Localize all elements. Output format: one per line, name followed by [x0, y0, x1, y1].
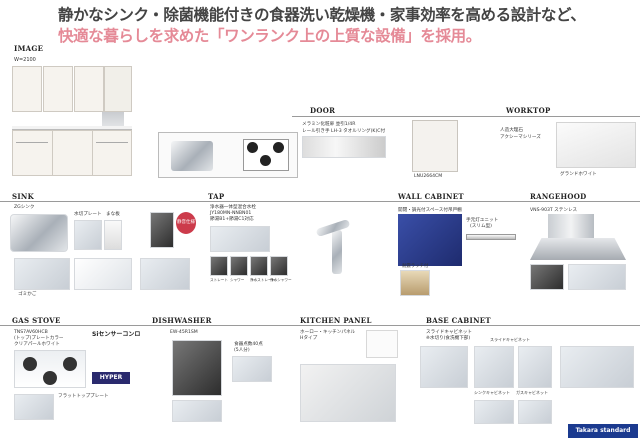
wall-cabinet-photo [398, 214, 462, 266]
dishwasher-model: EW-45R1SM [170, 330, 198, 335]
faucet-image [314, 216, 370, 274]
gas-stove-title: GAS STOVE [12, 316, 61, 325]
worktop-title: WORKTOP [506, 106, 551, 115]
base-cabinet-photo-3 [518, 346, 552, 388]
sink-board-photo [104, 220, 122, 250]
sink-silent-photo [150, 212, 174, 248]
base-cabinet-spec-1: スライドキャビネット [426, 330, 472, 335]
tap-spec-2: JY180MN-NNBN01 [210, 211, 252, 216]
base-cabinet-photo-1 [420, 346, 468, 388]
rangehood-duct [548, 214, 594, 238]
sink-accessory: ゴミかご [18, 292, 37, 297]
sink-photo [10, 214, 68, 252]
rangehood-detail-2 [568, 264, 626, 290]
tap-mode-3: 浄水ストレート [250, 278, 276, 282]
sink-title: SINK [12, 192, 35, 201]
sink-model: ZGシンク [14, 205, 35, 210]
rangehood-detail-1 [530, 264, 564, 290]
latch-photo [400, 270, 430, 296]
kitchen-panel-spec-2: Hタイプ [300, 336, 318, 341]
base-cabinet-caption-2: ガスキャビネット [516, 390, 548, 395]
headline-line-1: 静かなシンク・除菌機能付きの食器洗い乾燥機・家事効率を高める設計など、 [58, 6, 586, 24]
kitchen-panel-swatch [366, 330, 398, 358]
tap-mode-photo-3 [250, 256, 268, 276]
headline-line-2: 快適な暮らしを求めた「ワンランク上の上質な設備」を採用。 [58, 27, 481, 45]
base-cabinet-spec-2: ※水切り(食洗機下部) [426, 336, 471, 341]
tap-photo [210, 226, 270, 252]
rangehood-spec: VNS-903T ステンレス [530, 208, 578, 213]
dishwasher-capacity-sub: (5人分) [234, 348, 250, 353]
kitchen-panel-photo [300, 364, 396, 422]
image-section-title: IMAGE [14, 44, 44, 53]
stove-detail-photo [14, 394, 54, 420]
wall-cabinet-light: 手元灯ユニット [466, 218, 499, 223]
door-spec-2: レール引き手 LH-3 タオルリング(K)C付 [302, 129, 386, 134]
sink-plate-photo [74, 220, 102, 250]
plan-view-image [158, 132, 298, 178]
light-unit-image [466, 234, 516, 240]
tap-mode-2: シャワー [230, 278, 245, 282]
sink-label-board: まな板 [106, 212, 120, 217]
gas-stove-top: (トップ)プレートカラー [14, 336, 64, 341]
worktop-spec-2: アクシーマシリーズ [500, 135, 541, 140]
worktop-spec-1: 人造大理石 [500, 128, 523, 133]
rangehood-title: RANGEHOOD [530, 192, 587, 201]
kitchen-panel-spec-1: ホーロー・キッチンパネル [300, 330, 356, 335]
brand-logo: Takara standard [568, 424, 638, 438]
gas-stove-model: TNS7AV60HCB [14, 330, 48, 335]
tap-mode-photo-1 [210, 256, 228, 276]
door-swatch-code: LNU2664CM [414, 174, 443, 179]
tap-mode-photo-2 [230, 256, 248, 276]
base-cabinet-caption-3: スライドキャビネット [490, 337, 530, 342]
sink-detail-photo-3 [140, 258, 190, 290]
base-cabinet-photo-5 [518, 400, 552, 424]
dishwasher-capacity: 食器点数40点 [234, 342, 263, 347]
sink-detail-photo-1 [14, 258, 70, 290]
base-cabinet-caption-1: シンクキャビネット [474, 390, 510, 395]
wall-cabinet-title: WALL CABINET [398, 192, 464, 201]
sink-detail-photo-2 [74, 258, 132, 290]
stove-photo [14, 350, 86, 388]
dishwasher-photo [172, 340, 222, 396]
tap-mode-1: ストレート [210, 278, 228, 282]
rangehood-image [530, 238, 626, 260]
kitchen-elevation-image [12, 66, 132, 176]
tap-mode-photo-4 [270, 256, 288, 276]
wall-cabinet-light-sub: (スリム型) [470, 224, 492, 229]
door-title: DOOR [310, 106, 336, 115]
gas-stove-color: クリアパールホワイト [14, 342, 60, 347]
door-handle-image [302, 136, 386, 158]
gas-stove-plate: フラットトッププレート [58, 394, 109, 399]
tap-title: TAP [208, 192, 225, 201]
storage-photo [560, 346, 634, 388]
image-width-label: W=2100 [14, 57, 36, 63]
dishwasher-detail-photo [172, 400, 222, 422]
tap-spec-1: 浄水器一体型混合水栓 [210, 205, 256, 210]
wall-cabinet-spec: 開閉・調光付スペース付吊戸棚 [398, 208, 462, 213]
base-cabinet-title: BASE CABINET [426, 316, 491, 325]
base-cabinet-photo-4 [474, 400, 514, 424]
dishwasher-title: DISHWASHER [152, 316, 212, 325]
kitchen-panel-title: KITCHEN PANEL [300, 316, 372, 325]
wall-cabinet-caption: 耐震ラッチ付 [402, 264, 429, 269]
dishwasher-rack-photo [232, 356, 272, 382]
door-spec-1: メラミン化粧扉 並引1/4R [302, 122, 356, 127]
tap-mode-4: 浄水シャワー [270, 278, 292, 282]
sink-label-plate: 水切プレート [74, 212, 102, 217]
door-color-swatch [412, 120, 458, 172]
worktop-swatch [556, 122, 636, 168]
hyper-logo: HYPER [92, 372, 130, 384]
silent-badge: 静音仕様 [176, 212, 196, 234]
worktop-color: グランドホワイト [560, 172, 597, 177]
tap-spec-3: 節湯B1+節湯C1対応 [210, 217, 254, 222]
base-cabinet-photo-2 [474, 346, 514, 388]
sensor-logo: Siセンサーコンロ [92, 331, 141, 338]
